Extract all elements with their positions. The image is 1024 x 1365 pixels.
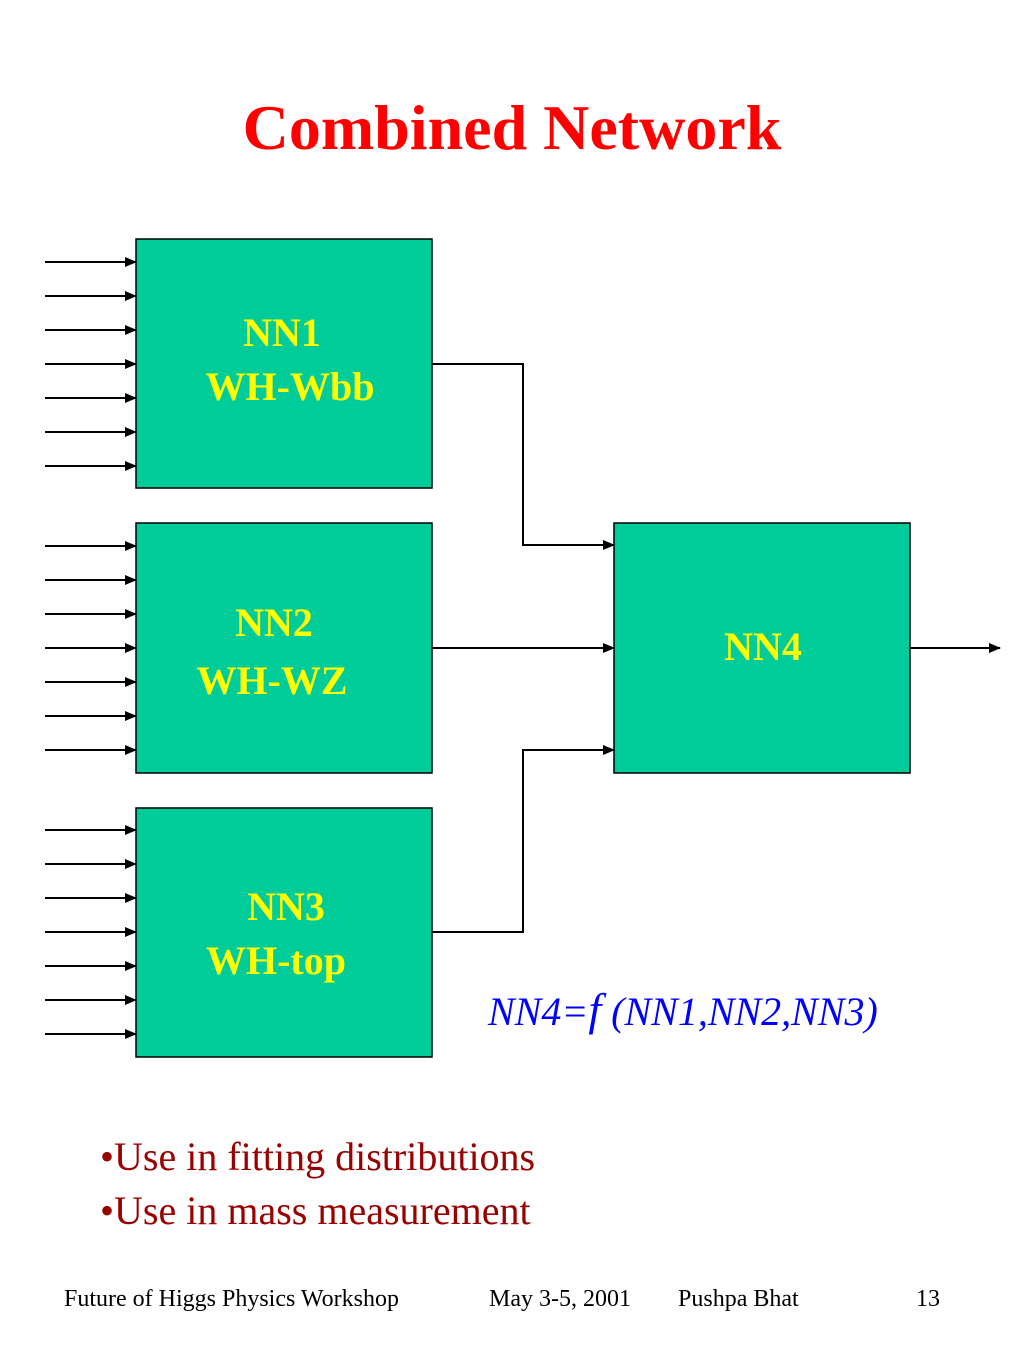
- slide-title: Combined Network: [242, 92, 782, 163]
- footer-date: May 3-5, 2001: [489, 1286, 631, 1312]
- footer-author: Pushpa Bhat: [678, 1286, 799, 1312]
- nn4-label: NN4: [724, 624, 802, 669]
- nn2-sublabel: WH-WZ: [196, 658, 347, 703]
- nn2-label: NN2: [235, 600, 313, 645]
- nn2-box: [135, 522, 433, 774]
- combination-formula: NN4=f (NN1,NN2,NN3): [488, 984, 878, 1038]
- formula-function: f: [588, 984, 602, 1035]
- nn1-to-nn4-connector: [432, 363, 615, 550]
- formula-lhs: NN4=: [488, 989, 589, 1034]
- formula-args: (NN1,NN2,NN3): [601, 989, 878, 1034]
- nn4-box: [613, 522, 911, 774]
- bullet-item: •Use in mass measurement: [100, 1188, 531, 1233]
- nn3-to-nn4-connector: [432, 745, 615, 933]
- nn3-input-arrows: [45, 825, 137, 1039]
- nn3-label: NN3: [247, 884, 325, 929]
- footer-event: Future of Higgs Physics Workshop: [64, 1286, 399, 1312]
- nn3-box: [135, 807, 433, 1058]
- nn1-input-arrows: [45, 257, 137, 471]
- nn3-sublabel: WH-top: [206, 938, 346, 983]
- nn1-sublabel: WH-Wbb: [206, 364, 375, 409]
- nn1-label: NN1: [243, 310, 321, 355]
- bullet-item: •Use in fitting distributions: [100, 1134, 536, 1179]
- nn2-input-arrows: [45, 541, 137, 755]
- footer-page-number: 13: [916, 1286, 940, 1312]
- nn1-box: [135, 238, 433, 489]
- bullet-list: •Use in fitting distributions •Use in ma…: [100, 1130, 535, 1238]
